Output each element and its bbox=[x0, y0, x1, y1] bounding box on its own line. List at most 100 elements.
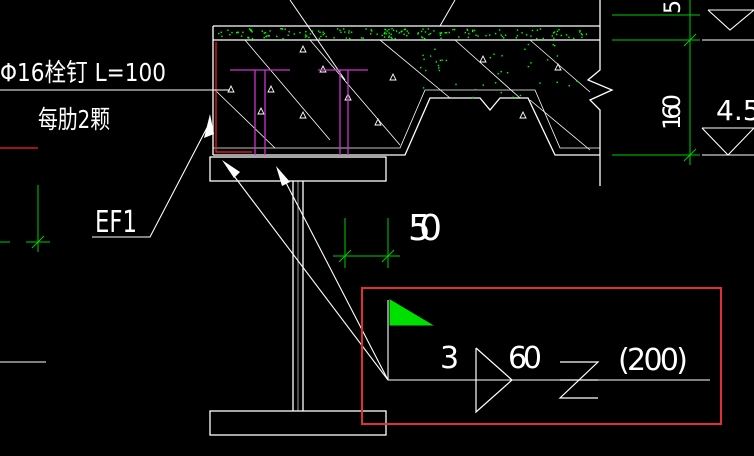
stud-count-label: 每肋2颗 bbox=[38, 105, 110, 134]
speckle-dot bbox=[417, 32, 419, 34]
speckle-dot bbox=[464, 31, 466, 34]
speckle-dot bbox=[438, 67, 440, 69]
speckle-dot bbox=[489, 57, 491, 59]
speckle-dot bbox=[554, 45, 556, 47]
speckle-dot bbox=[542, 37, 544, 40]
speckle-dot bbox=[250, 29, 253, 31]
dimension-50 bbox=[333, 218, 400, 268]
speckle-dot bbox=[218, 32, 220, 35]
leader-line bbox=[289, 0, 346, 81]
speckle-dot bbox=[325, 35, 327, 38]
speckle-dot bbox=[536, 37, 538, 40]
speckle-dot bbox=[333, 37, 335, 39]
speckle-dot bbox=[429, 55, 432, 57]
speckle-dot bbox=[383, 33, 386, 35]
speckle-dot bbox=[498, 29, 501, 31]
speckle-dot bbox=[371, 30, 373, 32]
speckle-dot bbox=[251, 31, 253, 33]
speckle-dot bbox=[266, 35, 268, 37]
speckle-dot bbox=[452, 29, 454, 31]
speckle-dot bbox=[575, 80, 578, 82]
speckle-dot bbox=[229, 34, 231, 36]
speckle-dot bbox=[475, 34, 477, 36]
speckle-dot bbox=[370, 33, 372, 35]
speckle-dot bbox=[468, 33, 470, 35]
speckle-dot bbox=[319, 31, 321, 33]
dim-right-partial-text: 4.5 bbox=[716, 94, 754, 127]
speckle-dot bbox=[349, 37, 351, 40]
ef1-arrowhead bbox=[204, 114, 214, 138]
speckle-dot bbox=[383, 36, 386, 38]
speckle-dot bbox=[439, 59, 442, 62]
speckle-dot bbox=[340, 31, 342, 33]
speckle-dot bbox=[365, 28, 367, 30]
speckle-dot bbox=[407, 32, 410, 34]
field-weld-flag-icon bbox=[389, 299, 434, 326]
speckle-dot bbox=[422, 28, 424, 30]
weld-arrowhead-1 bbox=[222, 160, 240, 178]
concrete-speckle bbox=[218, 28, 588, 99]
highlight-box bbox=[361, 287, 722, 425]
beam-top-flange bbox=[209, 156, 387, 182]
ef1-leader bbox=[92, 121, 211, 238]
speckle-dot bbox=[521, 32, 523, 34]
speckle-dot bbox=[539, 82, 541, 84]
speckle-dot bbox=[304, 34, 307, 36]
speckle-dot bbox=[348, 30, 350, 32]
speckle-dot bbox=[515, 37, 517, 39]
speckle-dot bbox=[263, 32, 265, 34]
hatch-line bbox=[379, 39, 451, 99]
speckle-dot bbox=[398, 32, 401, 34]
speckle-dot bbox=[343, 28, 345, 30]
hatch-line bbox=[529, 99, 591, 151]
speckle-dot bbox=[494, 32, 497, 35]
speckle-dot bbox=[322, 33, 324, 36]
speckle-dot bbox=[305, 31, 307, 33]
ef1-label: EF1 bbox=[95, 205, 137, 240]
steel-deck-inner bbox=[213, 89, 600, 149]
leaders bbox=[0, 89, 710, 381]
speckle-dot bbox=[474, 89, 477, 91]
hatch-line bbox=[244, 39, 331, 141]
shear-studs bbox=[230, 69, 368, 155]
speckle-dot bbox=[308, 36, 310, 39]
speckle-dot bbox=[546, 59, 549, 61]
speckle-dot bbox=[395, 30, 398, 32]
speckle-dot bbox=[472, 96, 474, 99]
speckle-dot bbox=[573, 37, 575, 40]
speckle-dot bbox=[381, 34, 383, 37]
speckle-dot bbox=[581, 34, 583, 36]
speckle-dot bbox=[390, 33, 392, 35]
speckle-dot bbox=[221, 35, 223, 37]
speckle-dot bbox=[237, 31, 239, 33]
speckle-dot bbox=[489, 34, 491, 36]
speckle-dot bbox=[501, 35, 504, 38]
speckle-dot bbox=[527, 65, 530, 68]
speckle-dot bbox=[370, 29, 372, 31]
speckle-dot bbox=[455, 83, 457, 86]
hatch-line bbox=[309, 39, 401, 146]
speckle-dot bbox=[268, 35, 271, 37]
speckle-dot bbox=[493, 53, 495, 55]
speckle-dot bbox=[344, 31, 346, 33]
speckle-dot bbox=[337, 28, 339, 30]
speckle-dot bbox=[276, 35, 278, 38]
speckle-dot bbox=[420, 30, 423, 33]
speckle-dot bbox=[311, 30, 314, 32]
speckle-dot bbox=[420, 67, 422, 69]
speckle-dot bbox=[579, 31, 581, 33]
speckle-dot bbox=[293, 33, 295, 35]
speckle-dot bbox=[467, 36, 469, 39]
speckle-dot bbox=[242, 31, 244, 33]
speckle-dot bbox=[401, 30, 403, 32]
speckle-dot bbox=[384, 31, 386, 34]
speckle-dot bbox=[579, 29, 581, 32]
speckle-dot bbox=[350, 31, 353, 33]
speckle-dot bbox=[497, 73, 499, 75]
speckle-dot bbox=[323, 32, 326, 35]
speckle-dot bbox=[445, 32, 448, 34]
speckle-dot bbox=[299, 31, 301, 34]
stud-spec-label: Φ16栓钉 L=100 bbox=[0, 58, 166, 87]
speckle-dot bbox=[391, 37, 393, 40]
